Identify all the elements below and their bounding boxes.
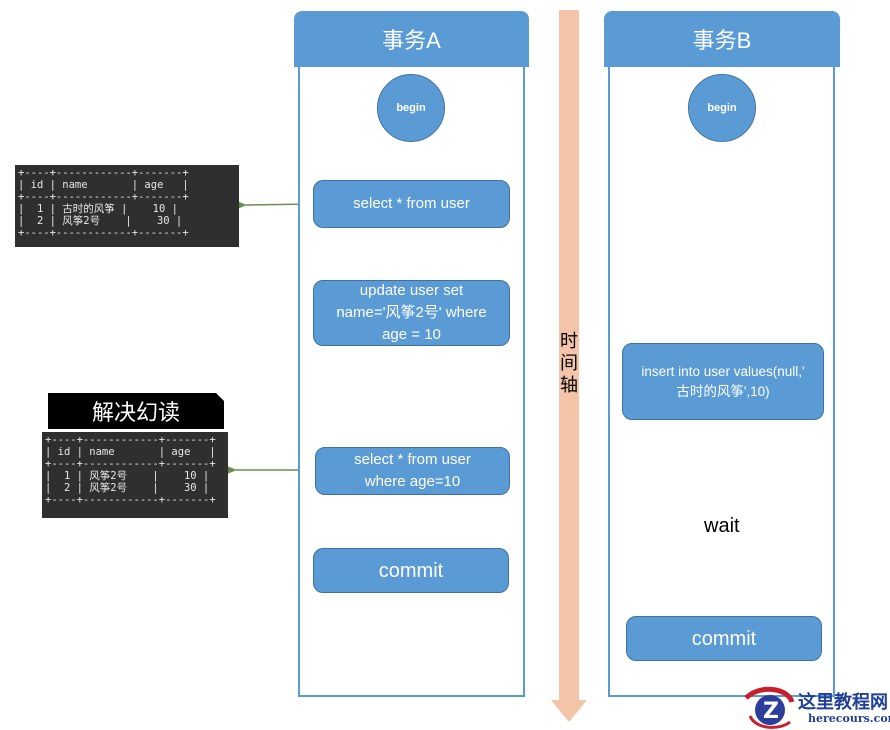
b-begin-node[interactable]: begin: [688, 74, 756, 142]
a-begin-node[interactable]: begin: [377, 74, 445, 142]
b-wait-label: wait: [704, 515, 740, 537]
lane-b-header: 事务B: [604, 11, 840, 67]
time-axis-char: 时: [560, 331, 578, 351]
a-update-node[interactable]: update user set name='风筝2号' where age = …: [313, 280, 510, 346]
time-axis-char: 间: [560, 353, 578, 373]
time-axis-label: 时 间 轴: [558, 330, 580, 396]
result-table-2: +----+------------+-------+ | id | name …: [42, 432, 228, 518]
time-axis-arrow: [551, 10, 587, 722]
lane-a-header: 事务A: [294, 11, 529, 67]
time-axis-char: 轴: [560, 375, 578, 395]
watermark-title: 这里教程网: [798, 692, 888, 713]
b-commit-node[interactable]: commit: [626, 616, 822, 661]
result-table-1: +----+------------+-------+ | id | name …: [15, 165, 239, 247]
b-insert-node[interactable]: insert into user values(null,' 古时的风筝',10…: [622, 343, 824, 420]
a-commit-node[interactable]: commit: [313, 548, 509, 593]
watermark-logo-icon: Z: [744, 686, 795, 729]
svg-text:Z: Z: [763, 699, 779, 724]
watermark-url: herecours.com: [808, 712, 890, 725]
a-select-node[interactable]: select * from user: [313, 180, 510, 228]
lane-a: [298, 66, 525, 697]
banner-resolve-phantom-read: 解决幻读: [48, 393, 224, 429]
a-select-where-node[interactable]: select * from user where age=10: [315, 447, 510, 495]
